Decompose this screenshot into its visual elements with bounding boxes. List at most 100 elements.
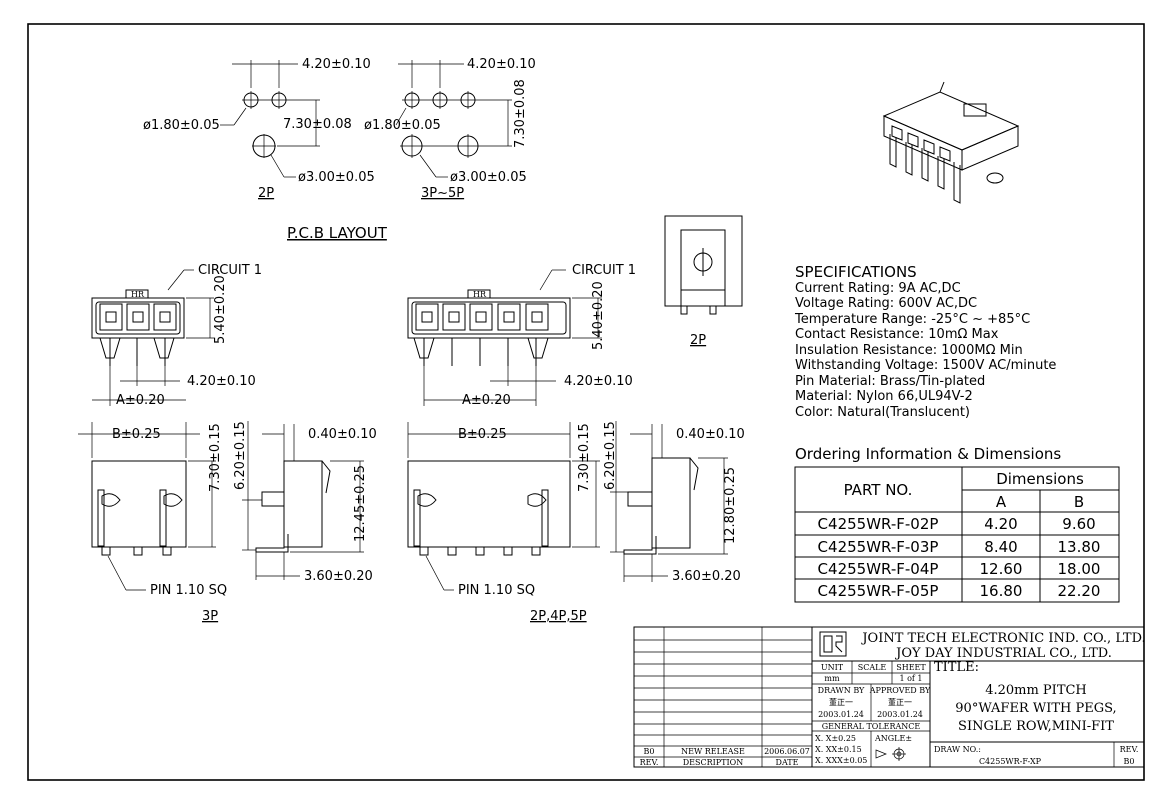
front-3p-height: 5.40±0.20 <box>213 275 228 344</box>
front-3p-pitch: 4.20±0.10 <box>187 374 256 389</box>
ordering-title: Ordering Information & Dimensions <box>795 445 1061 463</box>
side-2p-label: 2P <box>690 333 706 348</box>
tolerance-3: X. XXX±0.05 <box>815 756 867 765</box>
top-3p-t: 0.40±0.10 <box>308 427 377 442</box>
top-3p-offset: 3.60±0.20 <box>304 569 373 584</box>
pcb-layout-2p: 4.20±0.10 ø1.80±0.05 7.30±0.08 ø3.00±0.0… <box>143 57 375 201</box>
hdr-rev: REV. <box>640 758 659 767</box>
title-block: B0 NEW RELEASE 2006.06.07 REV. DESCRIPTI… <box>633 626 1146 768</box>
rev-value: B0 <box>1124 757 1135 766</box>
top-3p-pin: PIN 1.10 SQ <box>150 583 227 598</box>
side-profile-5p: 6.20±0.15 0.40±0.10 12.80±0.25 3.60±0.20 <box>603 421 745 584</box>
hdr-description: DESCRIPTION <box>683 758 743 767</box>
front-view-3p: HR CIRCUIT 1 5.40±0.20 4.20±0.10 A±0.20 <box>91 263 262 408</box>
top-3p-h1: 7.30±0.15 <box>208 423 223 492</box>
spec-line: Insulation Resistance: 1000MΩ Min <box>795 342 1023 358</box>
top-5p-pin: PIN 1.10 SQ <box>458 583 535 598</box>
table-row-a: 4.20 <box>984 515 1017 533</box>
table-row-part: C4255WR-F-02P <box>818 515 939 533</box>
unit-label: UNIT <box>821 663 844 672</box>
front-view-5p: HR CIRCUIT 1 5.40±0.20 4.20±0.10 A±0.20 <box>407 263 636 408</box>
spec-line: Voltage Rating: 600V AC,DC <box>795 296 978 311</box>
pcb-layout-title: P.C.B LAYOUT <box>287 224 388 242</box>
draw-no-label: DRAW NO.: <box>934 745 981 754</box>
hdr-date: DATE <box>776 758 799 767</box>
pcb-2p-big-hole: ø3.00±0.05 <box>298 170 375 185</box>
spec-line: Current Rating: 9A AC,DC <box>795 280 961 296</box>
top-3p-b: B±0.25 <box>112 427 161 442</box>
pcb-2p-row: 7.30±0.08 <box>283 117 352 132</box>
general-tolerance-label: GENERAL TOLERANCE <box>822 722 921 731</box>
pcb-layout-3p-5p: 4.20±0.10 ø1.80±0.05 7.30±0.08 ø3.00±0.0… <box>364 57 536 201</box>
pcb-2p-small-hole: ø1.80±0.05 <box>143 118 220 133</box>
table-row-b: 9.60 <box>1062 515 1095 533</box>
specifications-title: SPECIFICATIONS <box>795 263 917 281</box>
top-5p-t: 0.40±0.10 <box>676 427 745 442</box>
top-3p-label: 3P <box>202 609 218 624</box>
drawn-by-name: 董正一 <box>829 697 853 707</box>
front-5p-pitch: 4.20±0.10 <box>564 374 633 389</box>
projection-symbol-icon <box>875 747 906 761</box>
title-line-3: SINGLE ROW,MINI-FIT <box>958 719 1114 734</box>
angle-label: ANGLE± <box>874 734 912 743</box>
drawn-by-label: DRAWN BY <box>818 686 865 695</box>
spec-line: Temperature Range: -25°C ~ +85°C <box>795 311 1031 327</box>
company-name-1: JOINT TECH ELECTRONIC IND. CO., LTD. <box>860 631 1145 646</box>
rev-row-date: 2006.06.07 <box>764 747 810 756</box>
top-5p-total: 12.80±0.25 <box>723 467 738 544</box>
pcb-3p-small-hole: ø1.80±0.05 <box>364 118 441 133</box>
approved-by-name: 董正一 <box>888 697 912 707</box>
unit-value: mm <box>824 674 840 683</box>
tolerance-1: X. X±0.25 <box>815 734 856 743</box>
front-3p-circuit: CIRCUIT 1 <box>198 263 262 278</box>
connector-3d-view <box>882 81 1020 204</box>
col-part-no: PART NO. <box>844 481 913 499</box>
spec-line: Material: Nylon 66,UL94V-2 <box>795 389 973 404</box>
title-line-1: 4.20mm PITCH <box>985 683 1087 698</box>
spec-line: Withstanding Voltage: 1500V AC/minute <box>795 358 1057 373</box>
top-view-3p: B±0.25 7.30±0.15 PIN 1.10 SQ 3P <box>78 422 227 624</box>
rev-label: REV. <box>1120 745 1139 754</box>
table-row-a: 16.80 <box>980 582 1023 600</box>
ordering-table: Ordering Information & Dimensions PART N… <box>794 445 1120 603</box>
top-view-5p: B±0.25 7.30±0.15 PIN 1.10 SQ 2P,4P,5P <box>407 422 600 624</box>
top-5p-h2: 6.20±0.15 <box>603 421 618 490</box>
scale-label: SCALE <box>858 663 887 672</box>
front-5p-hr: HR <box>473 290 487 299</box>
spec-line: Contact Resistance: 10mΩ Max <box>795 327 999 342</box>
rev-row-rev: B0 <box>644 747 655 756</box>
pcb-3p-big-hole: ø3.00±0.05 <box>450 170 527 185</box>
top-5p-label: 2P,4P,5P <box>530 609 587 624</box>
side-profile-3p: 6.20±0.15 0.40±0.10 12.45±0.25 3.60±0.20 <box>233 421 377 584</box>
table-row-part: C4255WR-F-04P <box>818 560 939 578</box>
pcb-3p-pitch: 4.20±0.10 <box>467 57 536 72</box>
approved-by-date: 2003.01.24 <box>877 710 923 719</box>
front-5p-a: A±0.20 <box>462 393 511 408</box>
top-5p-b: B±0.25 <box>458 427 507 442</box>
top-3p-h2: 6.20±0.15 <box>233 421 248 490</box>
spec-line: Color: Natural(Translucent) <box>795 404 971 420</box>
sheet-value: 1 of 1 <box>899 674 922 683</box>
table-row-a: 12.60 <box>980 560 1023 578</box>
drawn-by-date: 2003.01.24 <box>818 710 864 719</box>
title-label: TITLE: <box>934 660 979 675</box>
rev-row-desc: NEW RELEASE <box>681 747 745 756</box>
col-dimensions: Dimensions <box>996 470 1084 488</box>
top-5p-offset: 3.60±0.20 <box>672 569 741 584</box>
table-row-part: C4255WR-F-03P <box>818 538 939 556</box>
pcb-3p-row: 7.30±0.08 <box>513 79 528 148</box>
front-5p-height: 5.40±0.20 <box>591 281 606 350</box>
title-line-2: 90°WAFER WITH PEGS, <box>955 701 1116 716</box>
col-b: B <box>1074 493 1084 511</box>
top-5p-h1: 7.30±0.15 <box>577 423 592 492</box>
side-view-2p: 2P <box>664 215 743 348</box>
table-row-part: C4255WR-F-05P <box>818 582 939 600</box>
sheet-border <box>27 23 1145 781</box>
spec-line: Pin Material: Brass/Tin-plated <box>795 373 986 389</box>
table-row-b: 18.00 <box>1058 560 1101 578</box>
draw-no-value: C4255WR-F-XP <box>979 757 1042 766</box>
specifications: SPECIFICATIONS Current Rating: 9A AC,DC … <box>795 263 1057 420</box>
front-5p-circuit: CIRCUIT 1 <box>572 263 636 278</box>
pcb-3p-label: 3P~5P <box>421 186 464 201</box>
